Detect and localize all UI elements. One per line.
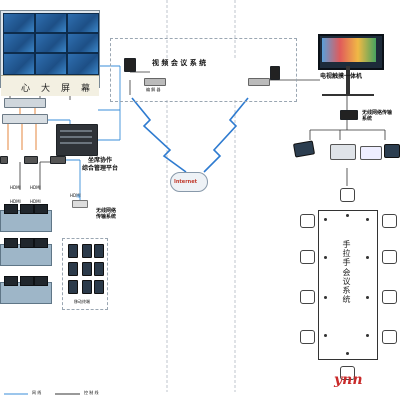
chair	[340, 188, 355, 202]
collab-platform-label-1: 坐席协作	[88, 157, 113, 164]
mobile-device	[94, 262, 104, 276]
video-wall: 心 大 屏 幕	[0, 10, 100, 96]
wifi-icon: ≋	[76, 193, 82, 200]
chair	[300, 330, 315, 344]
camera-right	[270, 66, 280, 80]
mobile-device	[82, 280, 92, 294]
conference-table	[318, 210, 378, 360]
lightning-bolt-icon	[131, 97, 187, 173]
wall-screen	[67, 33, 99, 53]
wall-screen	[3, 53, 35, 75]
mobile-device	[94, 244, 104, 258]
microphone-icon	[366, 334, 369, 337]
chair	[300, 250, 315, 264]
wall-title-char: 心	[21, 84, 31, 94]
desk-monitor	[20, 276, 34, 286]
mobile-device	[94, 280, 104, 294]
hdmi-label: HDMI	[70, 193, 81, 198]
desk-monitor	[20, 238, 34, 248]
wireless-router	[340, 110, 358, 120]
wall-title-band: 心 大 屏 幕	[1, 75, 99, 96]
desk-monitor	[4, 204, 18, 214]
chair	[300, 214, 315, 228]
microphone-icon	[324, 334, 327, 337]
cloud-icon: Internet	[170, 172, 208, 192]
legend-control-label: 控 制 线	[84, 390, 99, 395]
kvm-box	[50, 156, 66, 164]
tv-stand-leg	[322, 94, 374, 96]
wall-screen	[3, 13, 35, 33]
tv-stand	[346, 66, 350, 94]
microphone-icon	[346, 352, 349, 355]
video-conf-title: 视 频 会 议 系 统	[152, 59, 207, 67]
mobile-device	[68, 244, 78, 258]
hdmi-label: HDMI	[30, 199, 41, 204]
chair	[382, 330, 397, 344]
chair	[300, 290, 315, 304]
laptop-device	[330, 144, 356, 160]
wireless-transfer-label-left: 无线网络传输系统	[96, 208, 117, 220]
hand-mic-system-label: 手拉手会议系统	[342, 240, 351, 305]
internet-label: Internet	[174, 179, 198, 185]
tablet-device	[384, 144, 400, 158]
wireless-router	[72, 200, 88, 208]
mobile-device	[68, 262, 78, 276]
mobile-device	[82, 244, 92, 258]
video-conf-box	[110, 38, 297, 102]
desk-monitor	[34, 238, 48, 248]
tv-touch-screen-ui	[322, 38, 376, 62]
desk-monitor	[34, 204, 48, 214]
wall-title-char: 屏	[61, 84, 71, 94]
wall-screen	[35, 53, 67, 75]
wall-screen	[3, 33, 35, 53]
tablet-device	[360, 146, 382, 160]
microphone-icon	[346, 214, 349, 217]
desk-monitor	[4, 238, 18, 248]
collab-server	[56, 124, 98, 156]
lightning-bolt-icon	[203, 97, 249, 173]
chair	[340, 366, 355, 380]
mobile-device	[68, 280, 78, 294]
chair	[382, 290, 397, 304]
collab-server-rack	[60, 142, 92, 144]
kvm-box	[0, 156, 8, 164]
codec-right	[248, 78, 270, 86]
microphone-icon	[324, 218, 327, 221]
microphone-icon	[366, 256, 369, 259]
collab-platform-label-2: 综合管理平台	[82, 165, 119, 172]
chair	[382, 214, 397, 228]
microphone-icon	[366, 296, 369, 299]
collab-server-rack	[60, 130, 92, 132]
desk-monitor	[20, 204, 34, 214]
wall-screen	[35, 33, 67, 53]
wall-title-char: 大	[41, 84, 51, 94]
desk-monitor	[34, 276, 48, 286]
hdmi-label: HDMI	[10, 199, 21, 204]
desk-monitor	[4, 276, 18, 286]
signal-distributor	[2, 114, 48, 124]
hdmi-label: HDMI	[30, 185, 41, 190]
watermark-logo: ynn	[334, 372, 363, 388]
wall-screen	[67, 53, 99, 75]
wireless-transfer-label-right: 无线网络传输系统	[362, 110, 393, 122]
hdmi-label: HDMI	[10, 185, 21, 190]
mobile-terminal-panel	[62, 238, 108, 310]
microphone-icon	[366, 218, 369, 221]
mobile-terminal-label: 移动终端	[74, 299, 90, 304]
tv-touch-label: 电视触摸一体机	[320, 73, 363, 80]
wall-screen	[67, 13, 99, 33]
camera-left	[124, 58, 136, 72]
kvm-box	[24, 156, 38, 164]
wall-screen	[35, 13, 67, 33]
collab-server-rack	[60, 136, 92, 138]
video-splitter	[4, 98, 46, 108]
microphone-icon	[324, 296, 327, 299]
codec-left	[144, 78, 166, 86]
mobile-device	[82, 262, 92, 276]
chair	[382, 250, 397, 264]
microphone-icon	[324, 256, 327, 259]
legend-network-label: 网 线	[32, 390, 42, 395]
wall-title-char: 幕	[81, 84, 91, 94]
codec-label: 编 解 器	[146, 87, 161, 92]
